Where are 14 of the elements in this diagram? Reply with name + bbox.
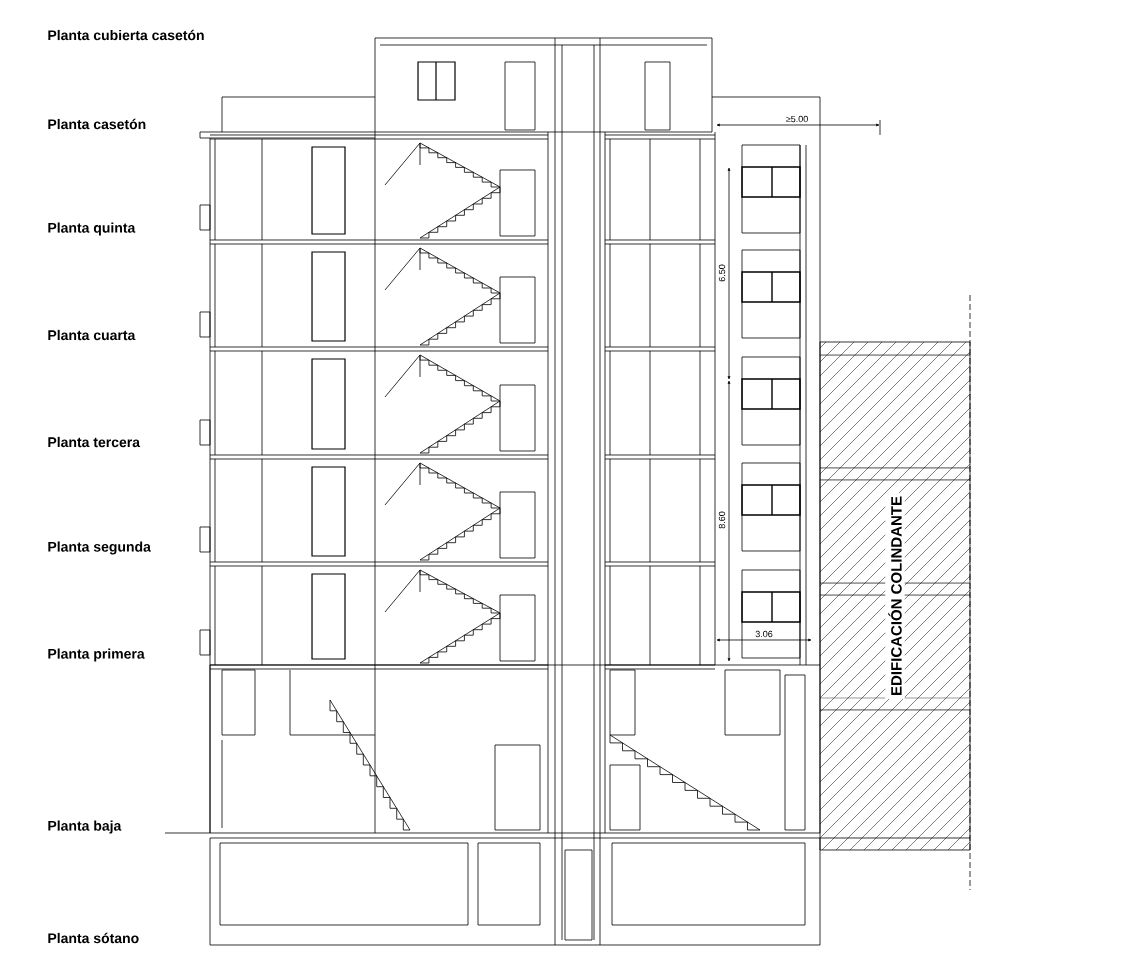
hatched-building: EDIFICACIÓN COLINDANTE — [819, 341, 971, 851]
dimension-label: 3.06 — [754, 629, 774, 639]
floor-label: Planta baja — [48, 820, 122, 834]
floor-label: Planta tercera — [48, 436, 141, 448]
floor-label: Planta casetón — [48, 118, 146, 130]
floor-label: Planta quinta — [48, 222, 136, 236]
floor-label: Planta cubierta casetón — [48, 29, 204, 41]
dimension-label: ≥5.00 — [784, 114, 810, 124]
floor-label: Planta sótano — [48, 932, 139, 944]
dimension-label: 6.50 — [717, 263, 727, 283]
dimension-label: 8.60 — [717, 510, 727, 530]
floor-label: Planta primera — [48, 648, 145, 662]
floor-label: Planta cuarta — [48, 329, 136, 341]
floor-label: Planta segunda — [48, 541, 151, 555]
